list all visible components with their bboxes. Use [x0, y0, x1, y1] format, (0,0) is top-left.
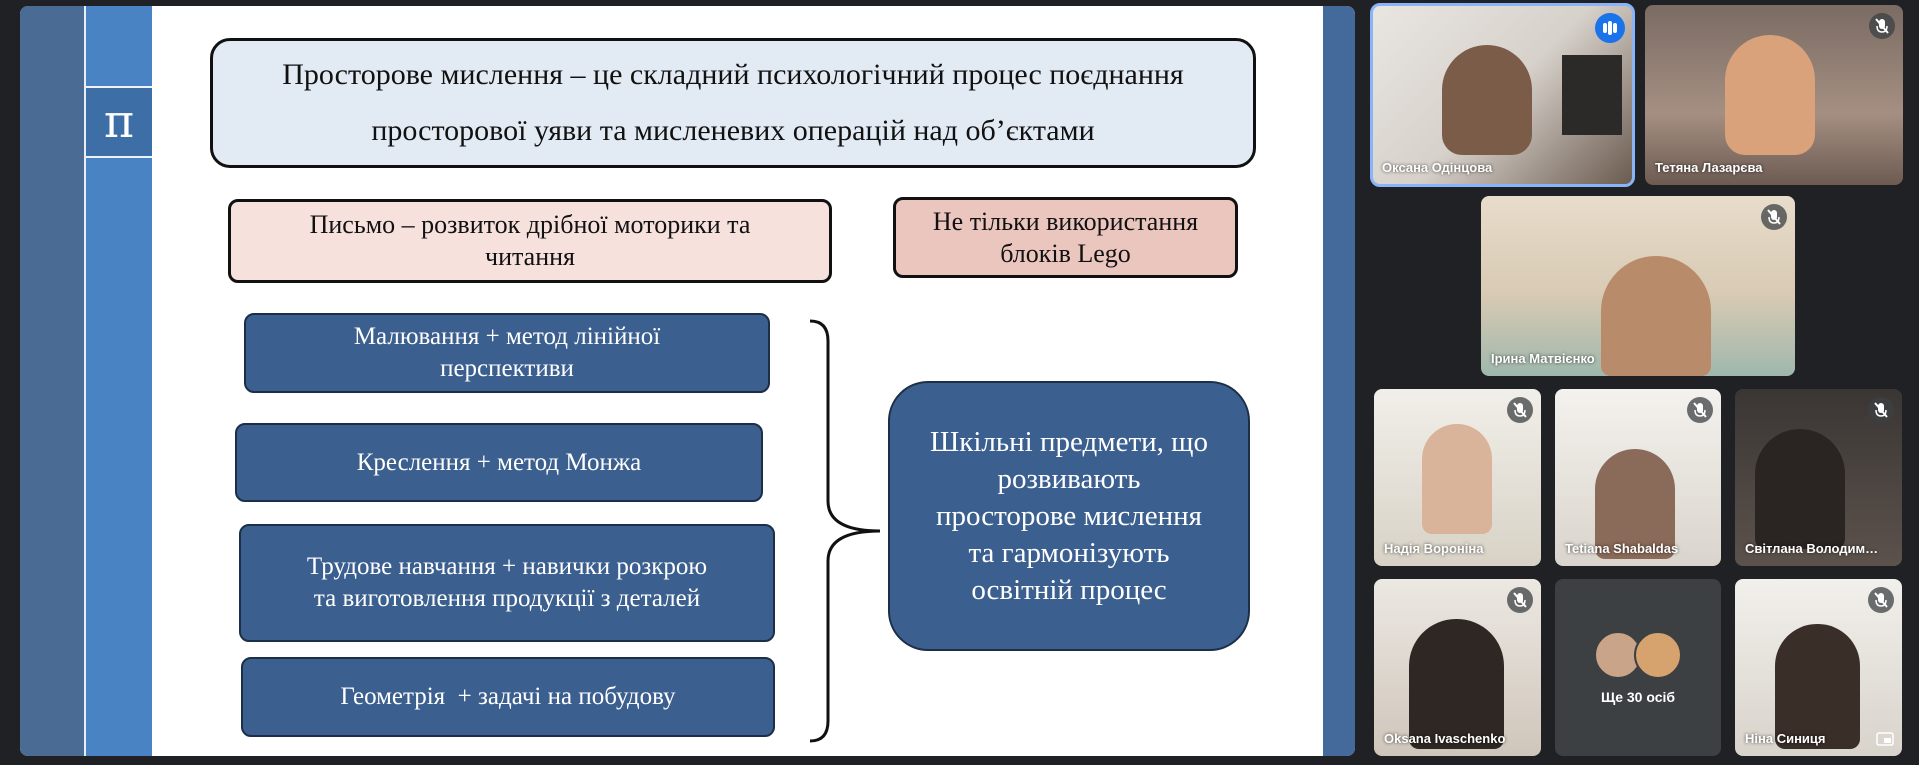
drawing-line-1: Малювання + метод лінійної [353, 323, 661, 350]
pi-symbol: π [86, 86, 152, 158]
writing-line-1: Письмо – розвиток дрібної моторики та [309, 210, 751, 239]
drafting-box: Креслення + метод Монжа [235, 423, 763, 502]
participant-name: Світлана Володим… [1745, 541, 1879, 556]
slide-title-line-1: Просторове мислення – це складний психол… [282, 58, 1184, 91]
slide-title-line-2: просторової уяви та мисленевих операцій … [371, 114, 1095, 147]
lego-line-1: Не тільки використання [932, 206, 1199, 236]
participant-name: Оксана Одінцова [1382, 160, 1493, 175]
participant-video [1725, 35, 1815, 155]
summary-line-3: просторове мислення [935, 499, 1202, 532]
participant-tile[interactable]: Ірина Матвієнко [1481, 196, 1795, 376]
summary-line-1: Шкільні предмети, що [930, 425, 1208, 458]
avatar [1634, 630, 1682, 679]
participant-video [1755, 429, 1845, 549]
summary-line-4: та гармонізують [968, 536, 1170, 569]
more-participants-tile[interactable]: Ще 30 осіб [1555, 579, 1721, 756]
participant-video [1442, 45, 1532, 155]
lego-box: Не тільки використання блоків Lego [893, 197, 1238, 278]
more-avatars [1594, 630, 1682, 679]
mic-off-icon [1761, 204, 1787, 230]
participant-video [1422, 424, 1492, 534]
summary-line-2: розвивають [997, 462, 1141, 495]
participant-tile[interactable]: Тетяна Лазарєва [1645, 5, 1903, 185]
lego-line-2: блоків Lego [1000, 238, 1131, 268]
mic-off-icon [1687, 397, 1713, 423]
participant-tile[interactable]: Tetiana Shabaldas [1555, 389, 1721, 566]
labor-training-box: Трудове навчання + навички розкрою та ви… [239, 524, 775, 642]
writing-box: Письмо – розвиток дрібної моторики та чи… [228, 199, 832, 283]
participant-video [1595, 449, 1675, 559]
participant-tile[interactable]: Oksana Ivaschenko [1374, 579, 1541, 756]
participant-name: Ніна Синиця [1745, 731, 1826, 746]
participant-video [1775, 624, 1860, 749]
audio-level-icon [1595, 13, 1625, 43]
mic-off-icon [1507, 397, 1533, 423]
more-participants-label: Ще 30 осіб [1600, 688, 1676, 705]
participant-tile[interactable]: Оксана Одінцова [1370, 3, 1635, 187]
drafting-text: Креслення + метод Монжа [356, 448, 642, 476]
drawing-box: Малювання + метод лінійної перспективи [244, 313, 770, 393]
participant-name: Ірина Матвієнко [1491, 351, 1595, 366]
participant-video [1409, 619, 1504, 749]
participant-tile[interactable]: Ніна Синиця [1735, 579, 1902, 756]
mic-off-icon [1868, 397, 1894, 423]
geometry-box: Геометрія + задачі на побудову [241, 657, 775, 737]
labor-line-2: та виготовлення продукції з деталей [313, 585, 701, 612]
slide-side-strip [20, 6, 84, 756]
writing-line-2: читання [485, 242, 575, 271]
participant-name: Тетяна Лазарєва [1655, 160, 1763, 175]
presentation-slide: π Просторове мислення – це складний псих… [20, 6, 1355, 756]
mic-off-icon [1869, 13, 1895, 39]
slide-right-edge [1323, 6, 1355, 756]
curly-brace-icon [809, 319, 881, 743]
summary-line-5: освітній процес [971, 573, 1167, 606]
labor-line-1: Трудове навчання + навички розкрою [306, 553, 708, 580]
participant-tile[interactable]: Світлана Володим… [1735, 389, 1902, 566]
participant-tile[interactable]: Надія Вороніна [1374, 389, 1541, 566]
participant-video [1601, 256, 1711, 376]
mic-off-icon [1507, 587, 1533, 613]
summary-box: Шкільні предмети, що розвивають просторо… [888, 381, 1250, 651]
pin-icon[interactable] [1876, 732, 1894, 746]
drawing-line-2: перспективи [440, 355, 574, 382]
mic-off-icon [1868, 587, 1894, 613]
participant-name: Надія Вороніна [1384, 541, 1484, 556]
participant-name: Oksana Ivaschenko [1384, 731, 1506, 746]
geometry-text: Геометрія + задачі на побудову [340, 683, 676, 710]
participant-name: Tetiana Shabaldas [1565, 541, 1679, 556]
slide-title-box: Просторове мислення – це складний психол… [210, 38, 1256, 168]
